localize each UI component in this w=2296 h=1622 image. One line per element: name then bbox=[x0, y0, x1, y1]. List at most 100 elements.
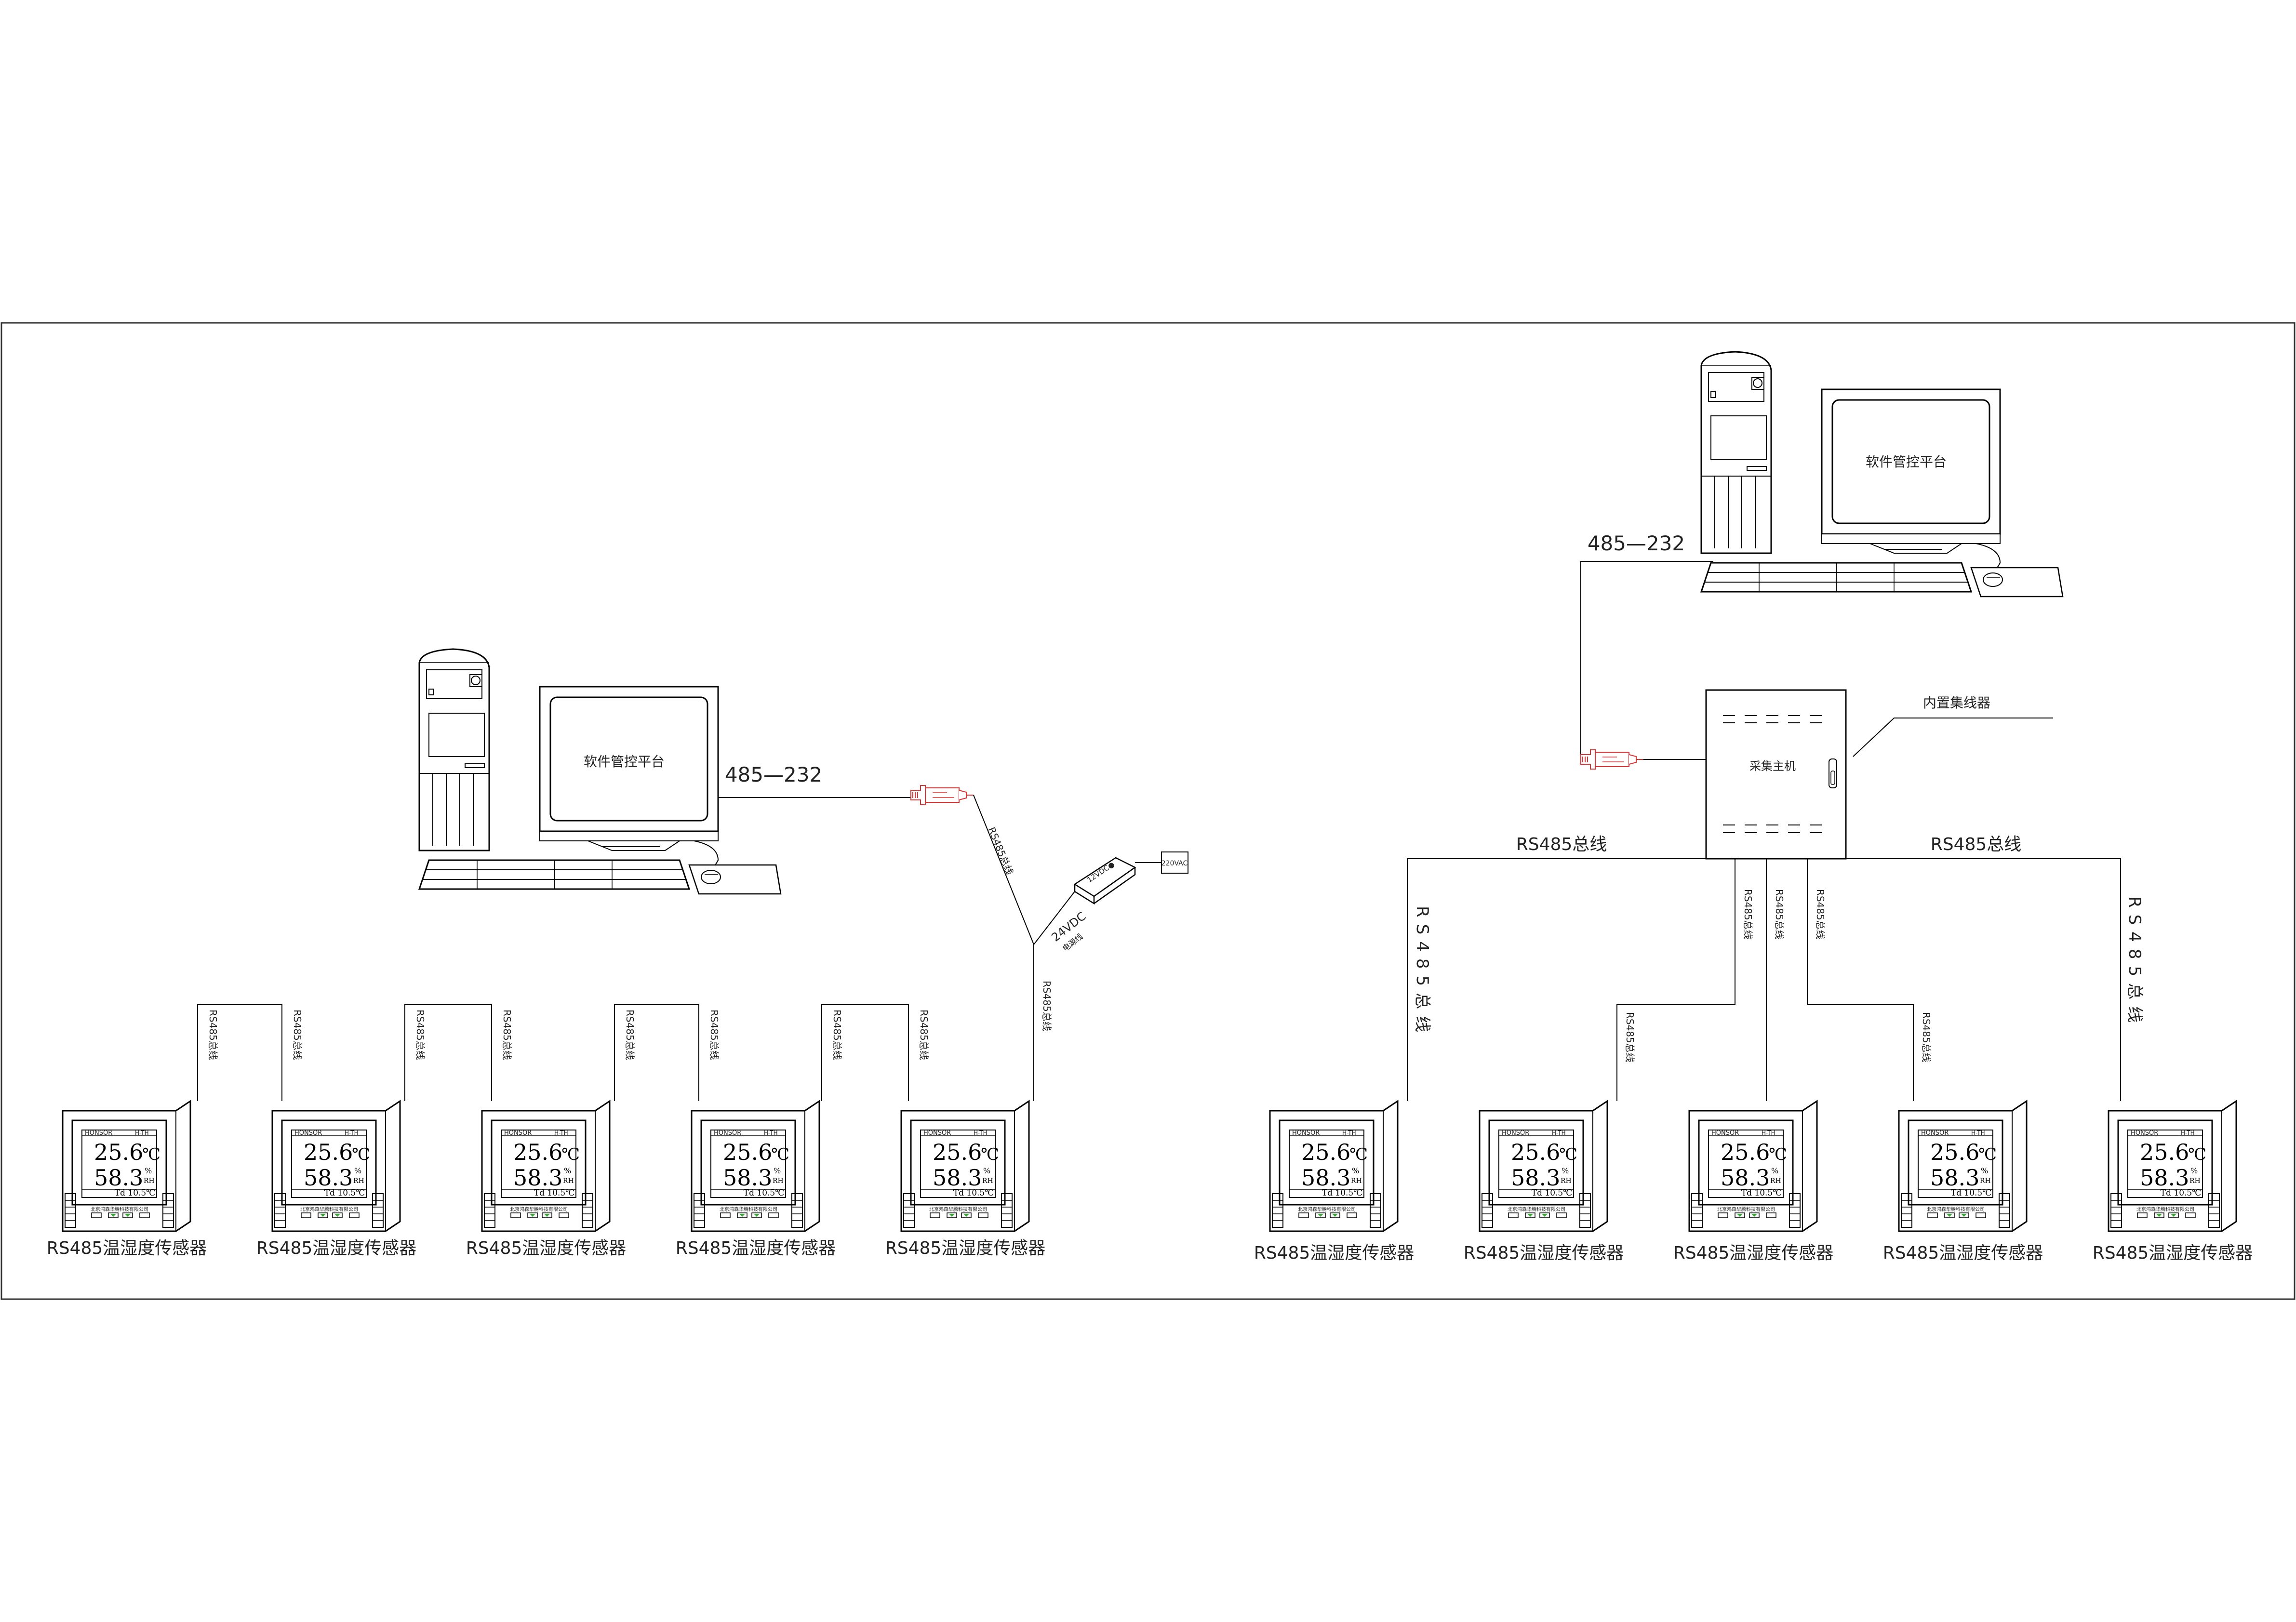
sensor-company: 北京鸿森华腾科技有限公司 bbox=[1298, 1206, 1356, 1212]
power-line bbox=[1033, 891, 1075, 945]
sensor-caption: RS485温湿度传感器 bbox=[466, 1238, 627, 1258]
sensor-temp-unit: ℃ bbox=[1978, 1145, 1997, 1164]
right-serial-line bbox=[1580, 561, 1713, 761]
sensor-hum-unit-bottom: RH bbox=[982, 1177, 993, 1185]
bus-label: RS485总线 bbox=[708, 1010, 720, 1060]
mains-box bbox=[1161, 851, 1188, 874]
sensor-humidity: 58.3 bbox=[723, 1165, 772, 1191]
sensor-caption: RS485温湿度传感器 bbox=[2093, 1243, 2253, 1263]
sensor-hum-unit-top: % bbox=[564, 1166, 571, 1175]
bus-label: RS485总线 bbox=[1774, 889, 1785, 940]
sensor-brand: HONSOR bbox=[294, 1130, 322, 1137]
sensor-hum-unit-top: % bbox=[983, 1166, 990, 1175]
bus-label: RS485总线 bbox=[501, 1010, 513, 1060]
sensor-hum-unit-bottom: RH bbox=[773, 1177, 784, 1185]
hub-label: 内置集线器 bbox=[1923, 695, 1990, 711]
sensor-humidity: 58.3 bbox=[1301, 1165, 1350, 1191]
sensor-caption: RS485温湿度传感器 bbox=[256, 1238, 417, 1258]
sensor-temperature: 25.6 bbox=[723, 1139, 772, 1165]
left-converter bbox=[910, 785, 974, 805]
sensor-hum-unit-bottom: RH bbox=[563, 1177, 574, 1185]
sensor-model: H-TH bbox=[974, 1130, 988, 1136]
hub-leader bbox=[1853, 718, 2053, 757]
sensor-hum-unit-bottom: RH bbox=[1351, 1177, 1362, 1185]
bus-label: RS485总线 bbox=[624, 1010, 636, 1060]
collector-host bbox=[1705, 689, 1847, 860]
sensor-hum-unit-top: % bbox=[2190, 1166, 2198, 1175]
sensor-hum-unit-bottom: RH bbox=[2189, 1177, 2201, 1185]
sensor-brand: HONSOR bbox=[923, 1130, 951, 1137]
sensor-caption: RS485温湿度传感器 bbox=[1254, 1243, 1415, 1263]
sensor-dew-point: Td 10.5℃ bbox=[1322, 1188, 1363, 1198]
sensor-hum-unit-top: % bbox=[354, 1166, 361, 1175]
sensor-hum-unit-bottom: RH bbox=[1561, 1177, 1572, 1185]
right-link-label: 485—232 bbox=[1588, 532, 1685, 555]
sensor-humidity: 58.3 bbox=[2140, 1165, 2189, 1191]
sensor-brand: HONSOR bbox=[504, 1130, 532, 1137]
sensor-hum-unit-bottom: RH bbox=[353, 1177, 364, 1185]
sensor-company: 北京鸿森华腾科技有限公司 bbox=[2136, 1206, 2194, 1212]
sensor-dew-point: Td 10.5℃ bbox=[953, 1188, 994, 1198]
sensor-hum-unit-top: % bbox=[1981, 1166, 1988, 1175]
sensor-hum-unit-bottom: RH bbox=[1980, 1177, 1991, 1185]
sensor-temp-unit: ℃ bbox=[1559, 1145, 1577, 1164]
sensor-hum-unit-top: % bbox=[1771, 1166, 1778, 1175]
sensor-company: 北京鸿森华腾科技有限公司 bbox=[1717, 1206, 1775, 1212]
bus-right-label: RS485总线 bbox=[1931, 835, 2022, 854]
sensor-company: 北京鸿森华腾科技有限公司 bbox=[91, 1206, 148, 1212]
bus-label: RS485总线 bbox=[207, 1010, 219, 1060]
sensor-humidity: 58.3 bbox=[1721, 1165, 1770, 1191]
left-screen-label: 软件管控平台 bbox=[584, 754, 665, 770]
bus-label: RS485总线 bbox=[2125, 896, 2144, 1029]
left-link-label: 485—232 bbox=[725, 763, 822, 786]
bus-label: RS485总线 bbox=[292, 1010, 303, 1060]
sensor-temp-unit: ℃ bbox=[561, 1145, 580, 1164]
sensor-temperature: 25.6 bbox=[1721, 1139, 1770, 1165]
sensor-temperature: 25.6 bbox=[2140, 1139, 2189, 1165]
sensor-temperature: 25.6 bbox=[94, 1139, 143, 1165]
bus-label: RS485总线 bbox=[1413, 906, 1432, 1039]
host-label: 采集主机 bbox=[1749, 759, 1796, 773]
sensor-temp-unit: ℃ bbox=[981, 1145, 999, 1164]
sensor-dew-point: Td 10.5℃ bbox=[744, 1188, 785, 1198]
sensor-humidity: 58.3 bbox=[94, 1165, 143, 1191]
sensor-company: 北京鸿森华腾科技有限公司 bbox=[1927, 1206, 1985, 1212]
sensor-hum-unit-top: % bbox=[774, 1166, 781, 1175]
sensor-caption: RS485温湿度传感器 bbox=[676, 1238, 836, 1258]
sensor-temperature: 25.6 bbox=[1930, 1139, 1979, 1165]
sensor-model: H-TH bbox=[2181, 1130, 2195, 1136]
bus-label: RS485总线 bbox=[1041, 981, 1053, 1031]
sensor-caption: RS485温湿度传感器 bbox=[1673, 1243, 1834, 1263]
sensor-brand: HONSOR bbox=[714, 1130, 741, 1137]
left-cable-label: RS485总线 bbox=[986, 825, 1015, 877]
sensor-temperature: 25.6 bbox=[1301, 1139, 1350, 1165]
sensor-hum-unit-top: % bbox=[145, 1166, 152, 1175]
sensor-temp-unit: ℃ bbox=[771, 1145, 789, 1164]
bus-label: RS485总线 bbox=[918, 1010, 930, 1060]
sensor-brand: HONSOR bbox=[2131, 1130, 2158, 1137]
bus-label: RS485总线 bbox=[1624, 1012, 1636, 1063]
sensor-model: H-TH bbox=[1552, 1130, 1566, 1136]
right-computer bbox=[1700, 351, 2064, 598]
sensor-dew-point: Td 10.5℃ bbox=[534, 1188, 575, 1198]
sensor-model: H-TH bbox=[1762, 1130, 1775, 1136]
sensor-temp-unit: ℃ bbox=[142, 1145, 160, 1164]
sensor-company: 北京鸿森华腾科技有限公司 bbox=[1508, 1206, 1565, 1212]
bus-label: RS485总线 bbox=[1921, 1012, 1932, 1063]
sensor-temp-unit: ℃ bbox=[1349, 1145, 1368, 1164]
right-bus-labels: RS485总线 RS485总线 RS485总线 RS485总线 RS485总线 … bbox=[1413, 889, 2144, 1063]
sensor-temperature: 25.6 bbox=[304, 1139, 353, 1165]
sensor-brand: HONSOR bbox=[1292, 1130, 1320, 1137]
sensor-model: H-TH bbox=[764, 1130, 778, 1136]
sensor-humidity: 58.3 bbox=[304, 1165, 353, 1191]
mains-label: 220VAC bbox=[1161, 860, 1188, 867]
sensor-temp-unit: ℃ bbox=[2188, 1145, 2206, 1164]
